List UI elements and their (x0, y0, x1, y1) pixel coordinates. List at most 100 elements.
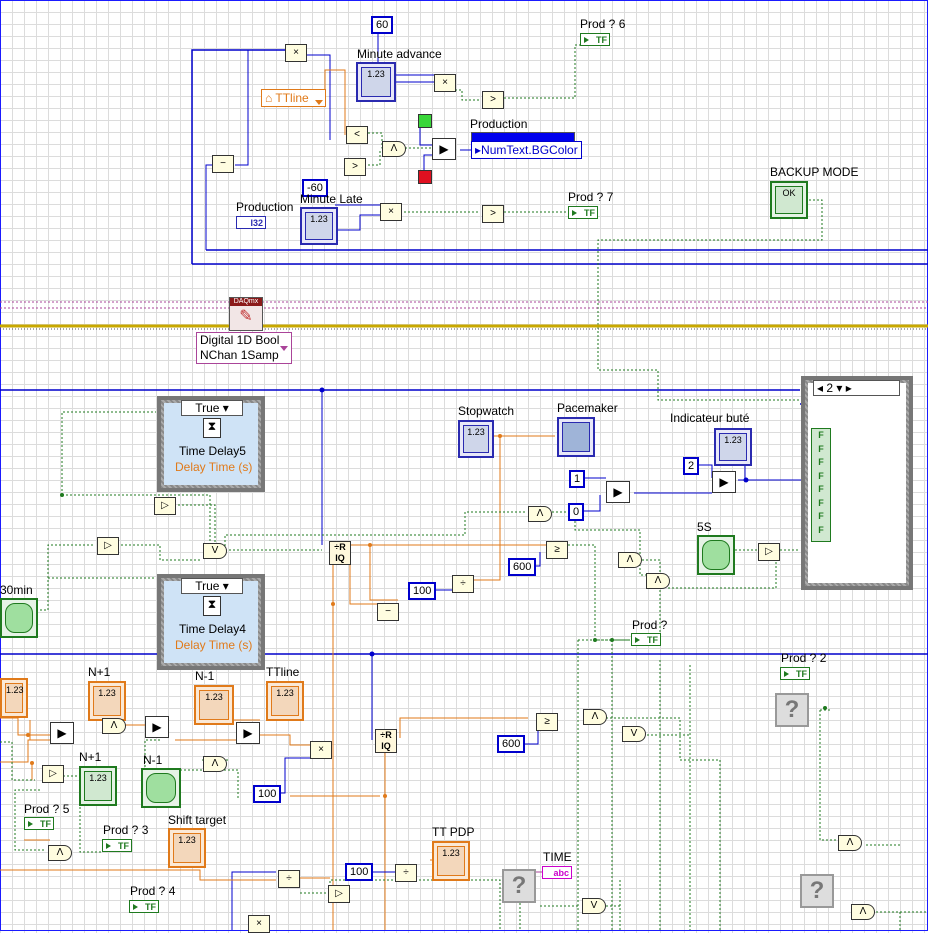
n-plus-1-label-b: N+1 (79, 750, 102, 764)
and-gate-5[interactable]: Λ (102, 718, 126, 734)
constant-100a[interactable]: 100 (408, 582, 437, 600)
delay-time-label-2[interactable]: Delay Time (s) (175, 638, 253, 652)
multiply-node-5[interactable]: × (248, 915, 270, 933)
case-selector-true-1[interactable]: True ▾ (181, 400, 243, 416)
or-gate-2[interactable]: V (622, 726, 646, 742)
prod4-label: Prod ? 4 (130, 884, 176, 898)
daq-line1: Digital 1D Bool (200, 333, 280, 347)
time-delay4-case: True ▾ ⧗ Time Delay4 Delay Time (s) (157, 574, 265, 670)
and-gate-4[interactable]: Λ (646, 573, 670, 589)
multiply-node[interactable]: × (285, 44, 307, 62)
n-minus-1-control[interactable]: 1.23 (194, 685, 234, 725)
red-color-box[interactable] (418, 170, 432, 184)
n-minus-1-bool[interactable] (141, 768, 181, 808)
constant-100c[interactable]: 100 (345, 863, 374, 881)
daqmx-write-node[interactable]: DAQmx ✎ (229, 297, 263, 331)
select-node-4[interactable]: ▶ (50, 722, 74, 744)
prod6-label: Prod ? 6 (580, 17, 626, 31)
prod-q-terminal[interactable]: TF (631, 633, 661, 646)
divide-node-2[interactable]: ÷ (395, 864, 417, 882)
production-i32-terminal[interactable]: I32 (236, 216, 266, 229)
greater-than-node[interactable]: > (482, 91, 504, 109)
and-gate-8[interactable]: Λ (48, 845, 72, 861)
prod4-terminal[interactable]: TF (129, 900, 159, 913)
time-delay5-label: Time Delay5 (179, 444, 246, 458)
delay-time-label-1[interactable]: Delay Time (s) (175, 460, 253, 474)
prod7-terminal[interactable]: TF (568, 206, 598, 219)
n-plus-1-label-a: N+1 (88, 665, 111, 679)
case-selector-true-2[interactable]: True ▾ (181, 578, 243, 594)
subtract-node[interactable]: − (212, 155, 234, 173)
constant-100b[interactable]: 100 (253, 785, 282, 803)
or-gate-3[interactable]: V (582, 898, 606, 914)
prod3-label: Prod ? 3 (103, 823, 149, 837)
prod3-terminal[interactable]: TF (102, 839, 132, 852)
time-string-terminal[interactable]: abc (542, 866, 572, 879)
indicateur-bute-label: Indicateur buté (670, 411, 750, 425)
divide-node-3[interactable]: ÷ (278, 870, 300, 888)
multiply-node-2[interactable]: × (434, 74, 456, 92)
constant-0[interactable]: 0 (568, 503, 585, 521)
daqmx-polymorphic-selector[interactable]: Digital 1D Bool NChan 1Samp (196, 332, 292, 364)
ttline-indicator: 1.23 (266, 681, 304, 721)
and-gate[interactable]: Λ (382, 141, 406, 157)
tt-pdp-indicator: 1.23 (432, 841, 470, 881)
numtext-bgcolor-property[interactable]: ▸NumText.BGColor (471, 141, 582, 159)
prod7-label: Prod ? 7 (568, 190, 614, 204)
not-node[interactable]: ▷ (154, 497, 176, 515)
constant-2[interactable]: 2 (683, 457, 700, 475)
constant-600a[interactable]: 600 (508, 558, 537, 576)
select-node-3[interactable]: ▶ (712, 471, 736, 493)
and-gate-7[interactable]: Λ (583, 709, 607, 725)
not-node-4[interactable]: ▷ (42, 765, 64, 783)
prod2-label: Prod ? 2 (781, 651, 827, 665)
not-node-5[interactable]: ▷ (328, 885, 350, 903)
prod6-terminal[interactable]: TF (580, 33, 610, 46)
greater-equal-node-2[interactable]: ≥ (536, 713, 558, 731)
stopwatch-indicator: 1.23 (458, 420, 494, 458)
or-gate[interactable]: V (203, 543, 227, 559)
and-gate-2[interactable]: Λ (528, 506, 552, 522)
prod5-terminal[interactable]: TF (24, 817, 54, 830)
ttline-property-node[interactable]: ⌂ TTline (261, 89, 326, 107)
hourglass-icon: ⧗ (203, 418, 221, 438)
select-node-6[interactable]: ▶ (236, 722, 260, 744)
greater-than-node-3[interactable]: > (482, 205, 504, 223)
multiply-node-3[interactable]: × (380, 203, 402, 221)
case-selector-2[interactable]: ◂ 2 ▾ ▸ (813, 380, 900, 396)
less-than-node[interactable]: < (346, 126, 368, 144)
greater-than-node-2[interactable]: > (344, 158, 366, 176)
and-gate-6[interactable]: Λ (203, 756, 227, 772)
and-gate-3[interactable]: Λ (618, 552, 642, 568)
constant-1[interactable]: 1 (569, 470, 586, 488)
minute-advance-label: Minute advance (357, 47, 442, 61)
multiply-node-4[interactable]: × (310, 741, 332, 759)
constant-neg60[interactable]: -60 (302, 179, 328, 197)
select-node-2[interactable]: ▶ (606, 481, 630, 503)
greater-equal-node[interactable]: ≥ (546, 541, 568, 559)
not-node-2[interactable]: ▷ (97, 537, 119, 555)
constant-600b[interactable]: 600 (497, 735, 526, 753)
minute-advance-control[interactable]: 1.23 (356, 62, 396, 102)
and-gate-9[interactable]: Λ (838, 835, 862, 851)
n-plus-1-control[interactable]: 1.23 (88, 681, 126, 721)
prod2-terminal[interactable]: TF (780, 667, 810, 680)
constant-60[interactable]: 60 (371, 16, 394, 34)
backup-mode-button[interactable]: OK (770, 181, 808, 219)
minute-late-control[interactable]: 1.23 (300, 207, 338, 245)
shift-target-control[interactable]: 1.23 (168, 828, 206, 868)
green-color-box[interactable] (418, 114, 432, 128)
dbl-control-left[interactable]: 1.23 (0, 678, 28, 718)
daq-line2: NChan 1Samp (200, 348, 279, 362)
divide-node[interactable]: ÷ (452, 575, 474, 593)
n-plus-1-bool[interactable]: 1.23 (79, 766, 117, 806)
subtract-node-2[interactable]: − (377, 603, 399, 621)
unknown-node-icon-2: ? (502, 869, 536, 903)
select-node[interactable]: ▶ (432, 138, 456, 160)
select-node-5[interactable]: ▶ (145, 716, 169, 738)
and-gate-10[interactable]: Λ (851, 904, 875, 920)
not-node-3[interactable]: ▷ (758, 543, 780, 561)
